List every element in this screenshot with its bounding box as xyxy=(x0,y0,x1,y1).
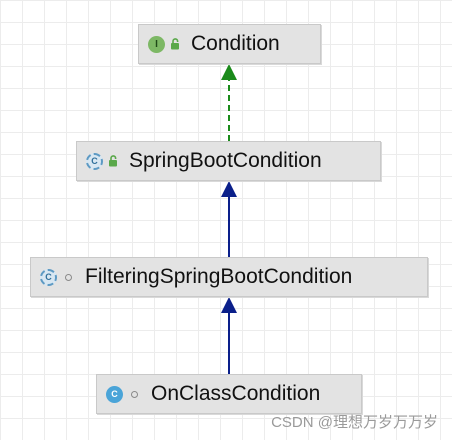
abstract-class-icon: C xyxy=(40,268,57,286)
edge-arrowhead-onclasscondition xyxy=(221,297,237,313)
abstract-class-icon: C xyxy=(86,152,103,170)
node-condition[interactable]: I Condition xyxy=(138,24,321,64)
node-condition-label: Condition xyxy=(191,32,280,55)
package-private-icon xyxy=(65,273,72,281)
edge-arrowhead-filteringspringbootcondition xyxy=(221,181,237,197)
public-lock-icon xyxy=(170,38,182,50)
edge-arrowhead-springbootcondition xyxy=(221,64,237,80)
node-onclasscondition[interactable]: C OnClassCondition xyxy=(96,374,362,414)
public-lock-icon xyxy=(108,155,120,167)
interface-icon: I xyxy=(148,35,165,53)
class-icon: C xyxy=(106,385,123,403)
package-private-icon xyxy=(131,390,138,398)
node-springbootcondition[interactable]: C SpringBootCondition xyxy=(76,141,381,181)
node-onclasscondition-label: OnClassCondition xyxy=(151,382,321,405)
node-filteringspringbootcondition[interactable]: C FilteringSpringBootCondition xyxy=(30,257,428,297)
node-springbootcondition-label: SpringBootCondition xyxy=(129,149,322,172)
watermark: CSDN @理想万岁万万岁 xyxy=(271,414,438,431)
node-filteringspringbootcondition-label: FilteringSpringBootCondition xyxy=(85,265,353,288)
